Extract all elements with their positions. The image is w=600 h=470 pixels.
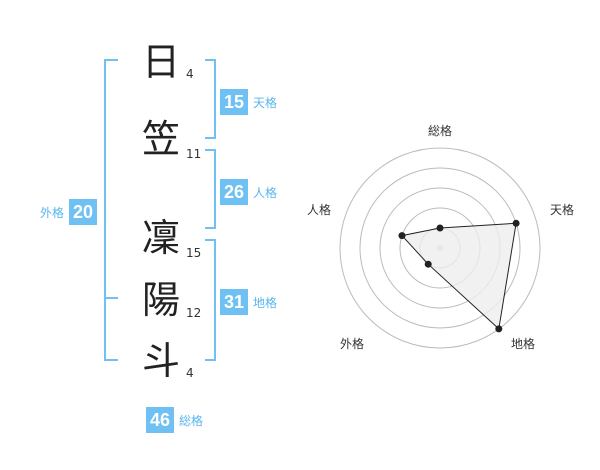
name-char-3: 凜 <box>141 216 180 260</box>
chikaku-badge: 31 地格 <box>220 289 277 315</box>
stroke-count-4: 12 <box>186 306 202 320</box>
chikaku-value: 31 <box>220 289 248 315</box>
gaikaku-value: 20 <box>69 199 98 225</box>
name-char-1: 日 <box>141 40 180 84</box>
jinkaku-badge: 26 人格 <box>220 179 277 205</box>
radar-label-tenkaku: 天格 <box>550 203 575 217</box>
radar-label-soukaku: 総格 <box>428 124 453 138</box>
radar-point-2 <box>512 219 520 227</box>
stroke-count-5: 4 <box>186 366 194 380</box>
gaikaku-badge: 外格 20 <box>40 199 98 225</box>
radar-point-5 <box>398 232 406 240</box>
tenkaku-bracket <box>205 59 216 139</box>
chikaku-label: 地格 <box>253 295 278 310</box>
soukaku-label: 総格 <box>179 413 204 428</box>
stroke-count-2: 11 <box>186 147 202 161</box>
stroke-count-3: 15 <box>186 246 202 260</box>
radar-label-chikaku: 地格 <box>511 337 536 351</box>
jinkaku-label: 人格 <box>253 185 278 200</box>
soukaku-value: 46 <box>146 407 174 433</box>
gaikaku-label: 外格 <box>40 205 65 220</box>
tenkaku-label: 天格 <box>253 95 278 110</box>
radar-polygon <box>401 222 517 330</box>
tenkaku-value: 15 <box>220 89 248 115</box>
radar-point-1 <box>436 224 444 232</box>
gaikaku-bracket <box>104 59 118 361</box>
name-char-4: 陽 <box>141 278 180 322</box>
radar-grid-ring <box>359 167 521 329</box>
stroke-count-1: 4 <box>186 67 194 81</box>
radar-label-jinkaku: 人格 <box>307 203 332 217</box>
soukaku-badge: 46 総格 <box>146 407 203 433</box>
radar-label-gaikaku: 外格 <box>340 337 365 351</box>
jinkaku-bracket <box>205 149 216 229</box>
name-char-5: 斗 <box>141 339 180 383</box>
radar-point-4 <box>424 260 432 268</box>
name-char-2: 笠 <box>141 117 180 161</box>
radar-grid-ring <box>339 147 541 349</box>
chikaku-bracket <box>205 239 216 361</box>
tenkaku-badge: 15 天格 <box>220 89 277 115</box>
jinkaku-value: 26 <box>220 179 248 205</box>
radar-point-3 <box>495 325 503 333</box>
